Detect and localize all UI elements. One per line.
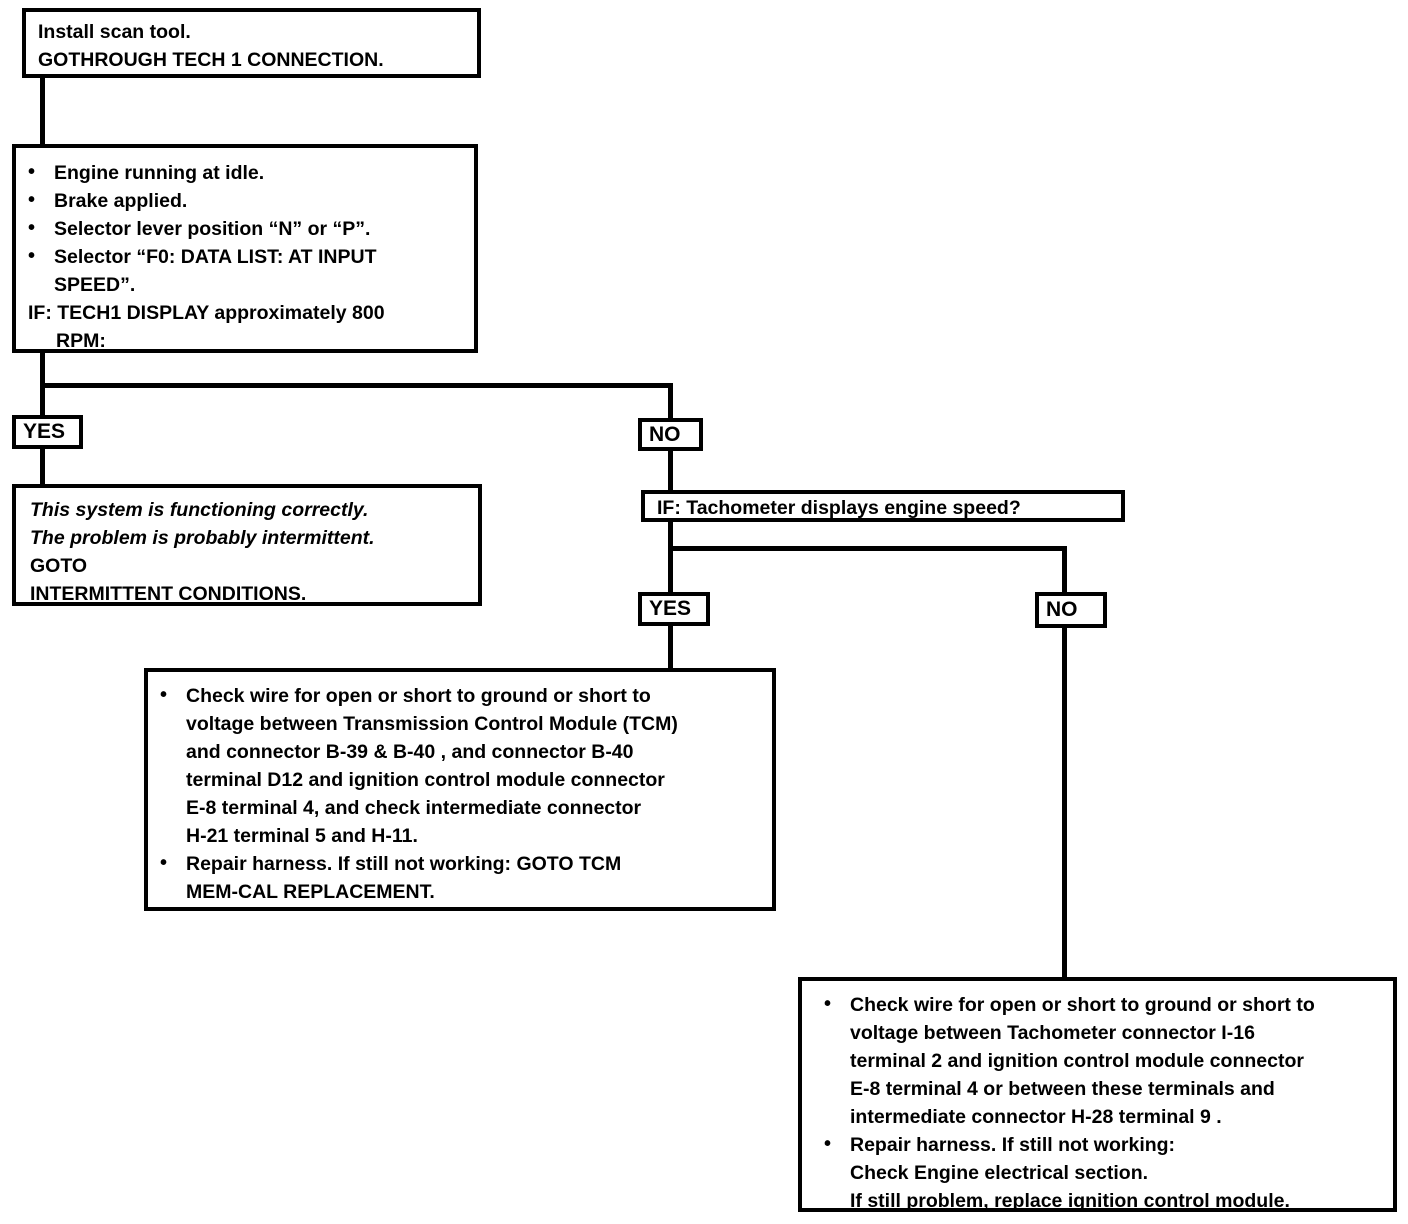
tach-repair-line-1: Repair harness. If still not working: xyxy=(850,1134,1176,1156)
tach-check-line-1: Check wire for open or short to ground o… xyxy=(850,994,1315,1016)
tach-repair-line-3: If still problem, replace ignition contr… xyxy=(850,1190,1290,1212)
test-conditions-bullet-list: Engine running at idle. Brake applied. S… xyxy=(16,158,466,299)
functioning-line-2: The problem is probably intermittent. xyxy=(30,527,375,549)
list-item: Repair harness. If still not working: GO… xyxy=(148,849,766,906)
condition-bullet-4-line-1: Selector “F0: DATA LIST: AT INPUT xyxy=(54,246,377,268)
list-item: Brake applied. xyxy=(16,186,466,215)
node-tachometer-wire-check: Check wire for open or short to ground o… xyxy=(798,977,1397,1212)
tcm-check-line-2: voltage between Transmission Control Mod… xyxy=(186,713,678,735)
tach-repair-line-2: Check Engine electrical section. xyxy=(850,1162,1149,1184)
tcm-check-line-6: H-21 terminal 5 and H-11. xyxy=(186,825,418,847)
list-item: Repair harness. If still not working: Ch… xyxy=(812,1130,1387,1215)
tach-check-line-3: terminal 2 and ignition control module c… xyxy=(850,1050,1304,1072)
tach-check-line-5: intermediate connector H-28 terminal 9 . xyxy=(850,1106,1222,1128)
install-goto-text: GOTHROUGH xyxy=(38,49,173,71)
connector-no2-to-tach-check xyxy=(1062,628,1067,979)
connector-split-bar-2 xyxy=(668,546,1067,551)
tachometer-question-text: IF: Tachometer displays engine speed? xyxy=(657,497,1021,519)
branch-yes-2-text: YES xyxy=(649,597,692,620)
tcm-check-line-5: E-8 terminal 4, and check intermediate c… xyxy=(186,797,642,819)
tcm-repair-text: Repair harness. If still not working: GO… xyxy=(186,853,579,875)
connector-no1-to-tach-question xyxy=(668,450,673,492)
list-item: Check wire for open or short to ground o… xyxy=(812,990,1387,1131)
connector-split-bar-1 xyxy=(40,383,673,388)
install-tech1-connection-ref: TECH 1 CONNECTION. xyxy=(172,49,384,71)
connector-to-yes2 xyxy=(668,546,673,594)
list-item: Engine running at idle. xyxy=(16,158,466,187)
connector-to-no2 xyxy=(1062,546,1067,592)
node-tachometer-question: IF: Tachometer displays engine speed? xyxy=(641,490,1125,522)
tcm-check-bullet-list: Check wire for open or short to ground o… xyxy=(148,681,766,906)
node-tcm-wire-check: Check wire for open or short to ground o… xyxy=(144,668,776,911)
connector-to-no1 xyxy=(668,383,673,420)
tcm-check-line-1: Check wire for open or short to ground o… xyxy=(186,685,651,707)
tcm-repair-line-1: Repair harness. If still not working: GO… xyxy=(186,850,766,878)
functioning-line-4-intermittent-conditions: INTERMITTENT CONDITIONS. xyxy=(30,583,307,605)
install-line-1: Install scan tool. xyxy=(38,21,191,43)
branch-label-no-1: NO xyxy=(638,418,703,451)
connector-conditions-stem xyxy=(40,353,45,383)
connector-yes2-to-tcm-check xyxy=(668,625,673,670)
tcm-ref-label: TCM xyxy=(578,853,622,875)
tcm-check-line-4: terminal D12 and ignition control module… xyxy=(186,769,665,791)
node-install-scan-tool: Install scan tool. GOTHROUGH TECH 1 CONN… xyxy=(22,8,481,78)
branch-no-2-text: NO xyxy=(1046,598,1078,621)
test-conditions-if-clause: IF: TECH1 DISPLAY approximately 800 RPM: xyxy=(16,299,466,355)
connector-install-to-conditions xyxy=(40,78,45,144)
condition-bullet-1: Engine running at idle. xyxy=(54,162,265,184)
if-clause-line-2: RPM: xyxy=(56,330,106,352)
node-system-functioning: This system is functioning correctly. Th… xyxy=(12,484,482,606)
branch-no-1-text: NO xyxy=(649,422,681,446)
branch-label-yes-2: YES xyxy=(638,592,710,626)
tcm-memcal-replacement-ref: MEM-CAL REPLACEMENT. xyxy=(186,881,435,903)
connector-tach-question-stem xyxy=(668,520,673,546)
branch-label-yes-1: YES xyxy=(12,415,83,449)
condition-bullet-2: Brake applied. xyxy=(54,190,188,212)
connector-yes1-to-functioning xyxy=(40,448,45,484)
functioning-line-3-goto: GOTO xyxy=(30,555,88,577)
list-item: Check wire for open or short to ground o… xyxy=(148,681,766,850)
condition-bullet-4-line-2: SPEED”. xyxy=(54,274,136,296)
branch-yes-1-text: YES xyxy=(23,420,66,443)
node-test-conditions: Engine running at idle. Brake applied. S… xyxy=(12,144,478,353)
tach-check-bullet-list: Check wire for open or short to ground o… xyxy=(802,990,1387,1215)
list-item: Selector “F0: DATA LIST: AT INPUT SPEED”… xyxy=(16,242,466,299)
connector-to-yes1 xyxy=(40,383,45,417)
tcm-check-line-3: and connector B-39 & B-40 , and connecto… xyxy=(186,741,634,763)
tach-check-line-4: E-8 terminal 4 or between these terminal… xyxy=(850,1078,1275,1100)
tach-check-line-2: voltage between Tachometer connector I-1… xyxy=(850,1022,1255,1044)
install-line-2: GOTHROUGH TECH 1 CONNECTION. xyxy=(38,46,467,74)
condition-bullet-3: Selector lever position “N” or “P”. xyxy=(54,218,371,240)
branch-label-no-2: NO xyxy=(1035,592,1107,628)
functioning-line-1: This system is functioning correctly. xyxy=(30,499,369,521)
list-item: Selector lever position “N” or “P”. xyxy=(16,214,466,243)
if-clause-line-1: IF: TECH1 DISPLAY approximately 800 xyxy=(28,302,385,324)
